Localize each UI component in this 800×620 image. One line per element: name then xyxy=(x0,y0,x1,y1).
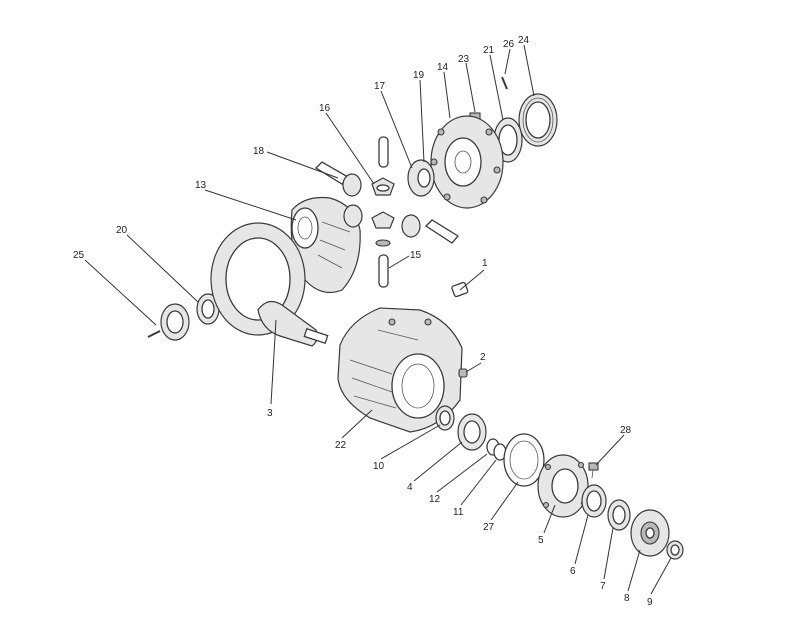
callout-27: 27 xyxy=(483,522,495,533)
callout-25: 25 xyxy=(73,250,85,261)
part-18-cross-shaft xyxy=(314,161,362,197)
part-8-flange xyxy=(630,509,670,557)
part-10-bearing xyxy=(435,405,455,431)
part-24-bearing xyxy=(518,93,558,147)
part-7-seal xyxy=(607,499,631,531)
callout-22: 22 xyxy=(335,440,347,451)
part-4-bearing xyxy=(457,413,487,451)
part-15-lower-pin xyxy=(378,254,389,288)
callout-20: 20 xyxy=(116,225,128,236)
callout-16: 16 xyxy=(319,103,331,114)
callout-11: 11 xyxy=(453,507,464,518)
callout-19: 19 xyxy=(413,70,425,81)
callout-6: 6 xyxy=(570,566,576,577)
callout-9: 9 xyxy=(647,597,653,608)
callout-5: 5 xyxy=(538,535,544,546)
callout-2: 2 xyxy=(480,352,486,363)
callout-8: 8 xyxy=(624,593,630,604)
part-25-bolt xyxy=(147,330,161,338)
callout-10: 10 xyxy=(373,461,385,472)
part-6-bearing xyxy=(581,484,607,518)
callout-3: 3 xyxy=(267,408,273,419)
part-19-side-gear xyxy=(407,159,435,197)
spider-gears-middle xyxy=(343,204,459,247)
callout-17: 17 xyxy=(374,81,386,92)
spider-shaft-upper xyxy=(378,136,389,168)
part-27-gasket xyxy=(503,433,545,487)
part-2-plug xyxy=(458,368,468,378)
callout-7: 7 xyxy=(600,581,606,592)
callout-28: 28 xyxy=(620,425,632,436)
callout-4: 4 xyxy=(407,482,413,493)
part-9-nut xyxy=(666,540,684,560)
part-28-bolt xyxy=(588,462,599,479)
callout-13: 13 xyxy=(195,180,207,191)
part-22-carrier-housing xyxy=(337,307,463,433)
part-26-pin xyxy=(501,76,508,90)
callout-23: 23 xyxy=(458,54,470,65)
callout-1: 1 xyxy=(482,258,488,269)
callout-12: 12 xyxy=(429,494,441,505)
part-20-bearing xyxy=(160,293,220,341)
callout-21: 21 xyxy=(483,45,495,56)
part-14-cover-flange xyxy=(430,115,504,209)
callout-14: 14 xyxy=(437,62,449,73)
callout-18: 18 xyxy=(253,146,265,157)
part-13-differential-case xyxy=(290,196,361,293)
part-16-pinion-gear xyxy=(371,177,395,196)
part-5-pinion-housing xyxy=(537,454,589,518)
part-3-ring-gear-pinion xyxy=(210,222,329,347)
leader-lines xyxy=(84,44,672,595)
callout-15: 15 xyxy=(410,250,422,261)
callout-labels: 1 2 3 4 5 6 7 8 9 10 11 12 13 14 15 16 1… xyxy=(73,35,653,608)
callout-26: 26 xyxy=(503,39,515,50)
callout-24: 24 xyxy=(518,35,530,46)
